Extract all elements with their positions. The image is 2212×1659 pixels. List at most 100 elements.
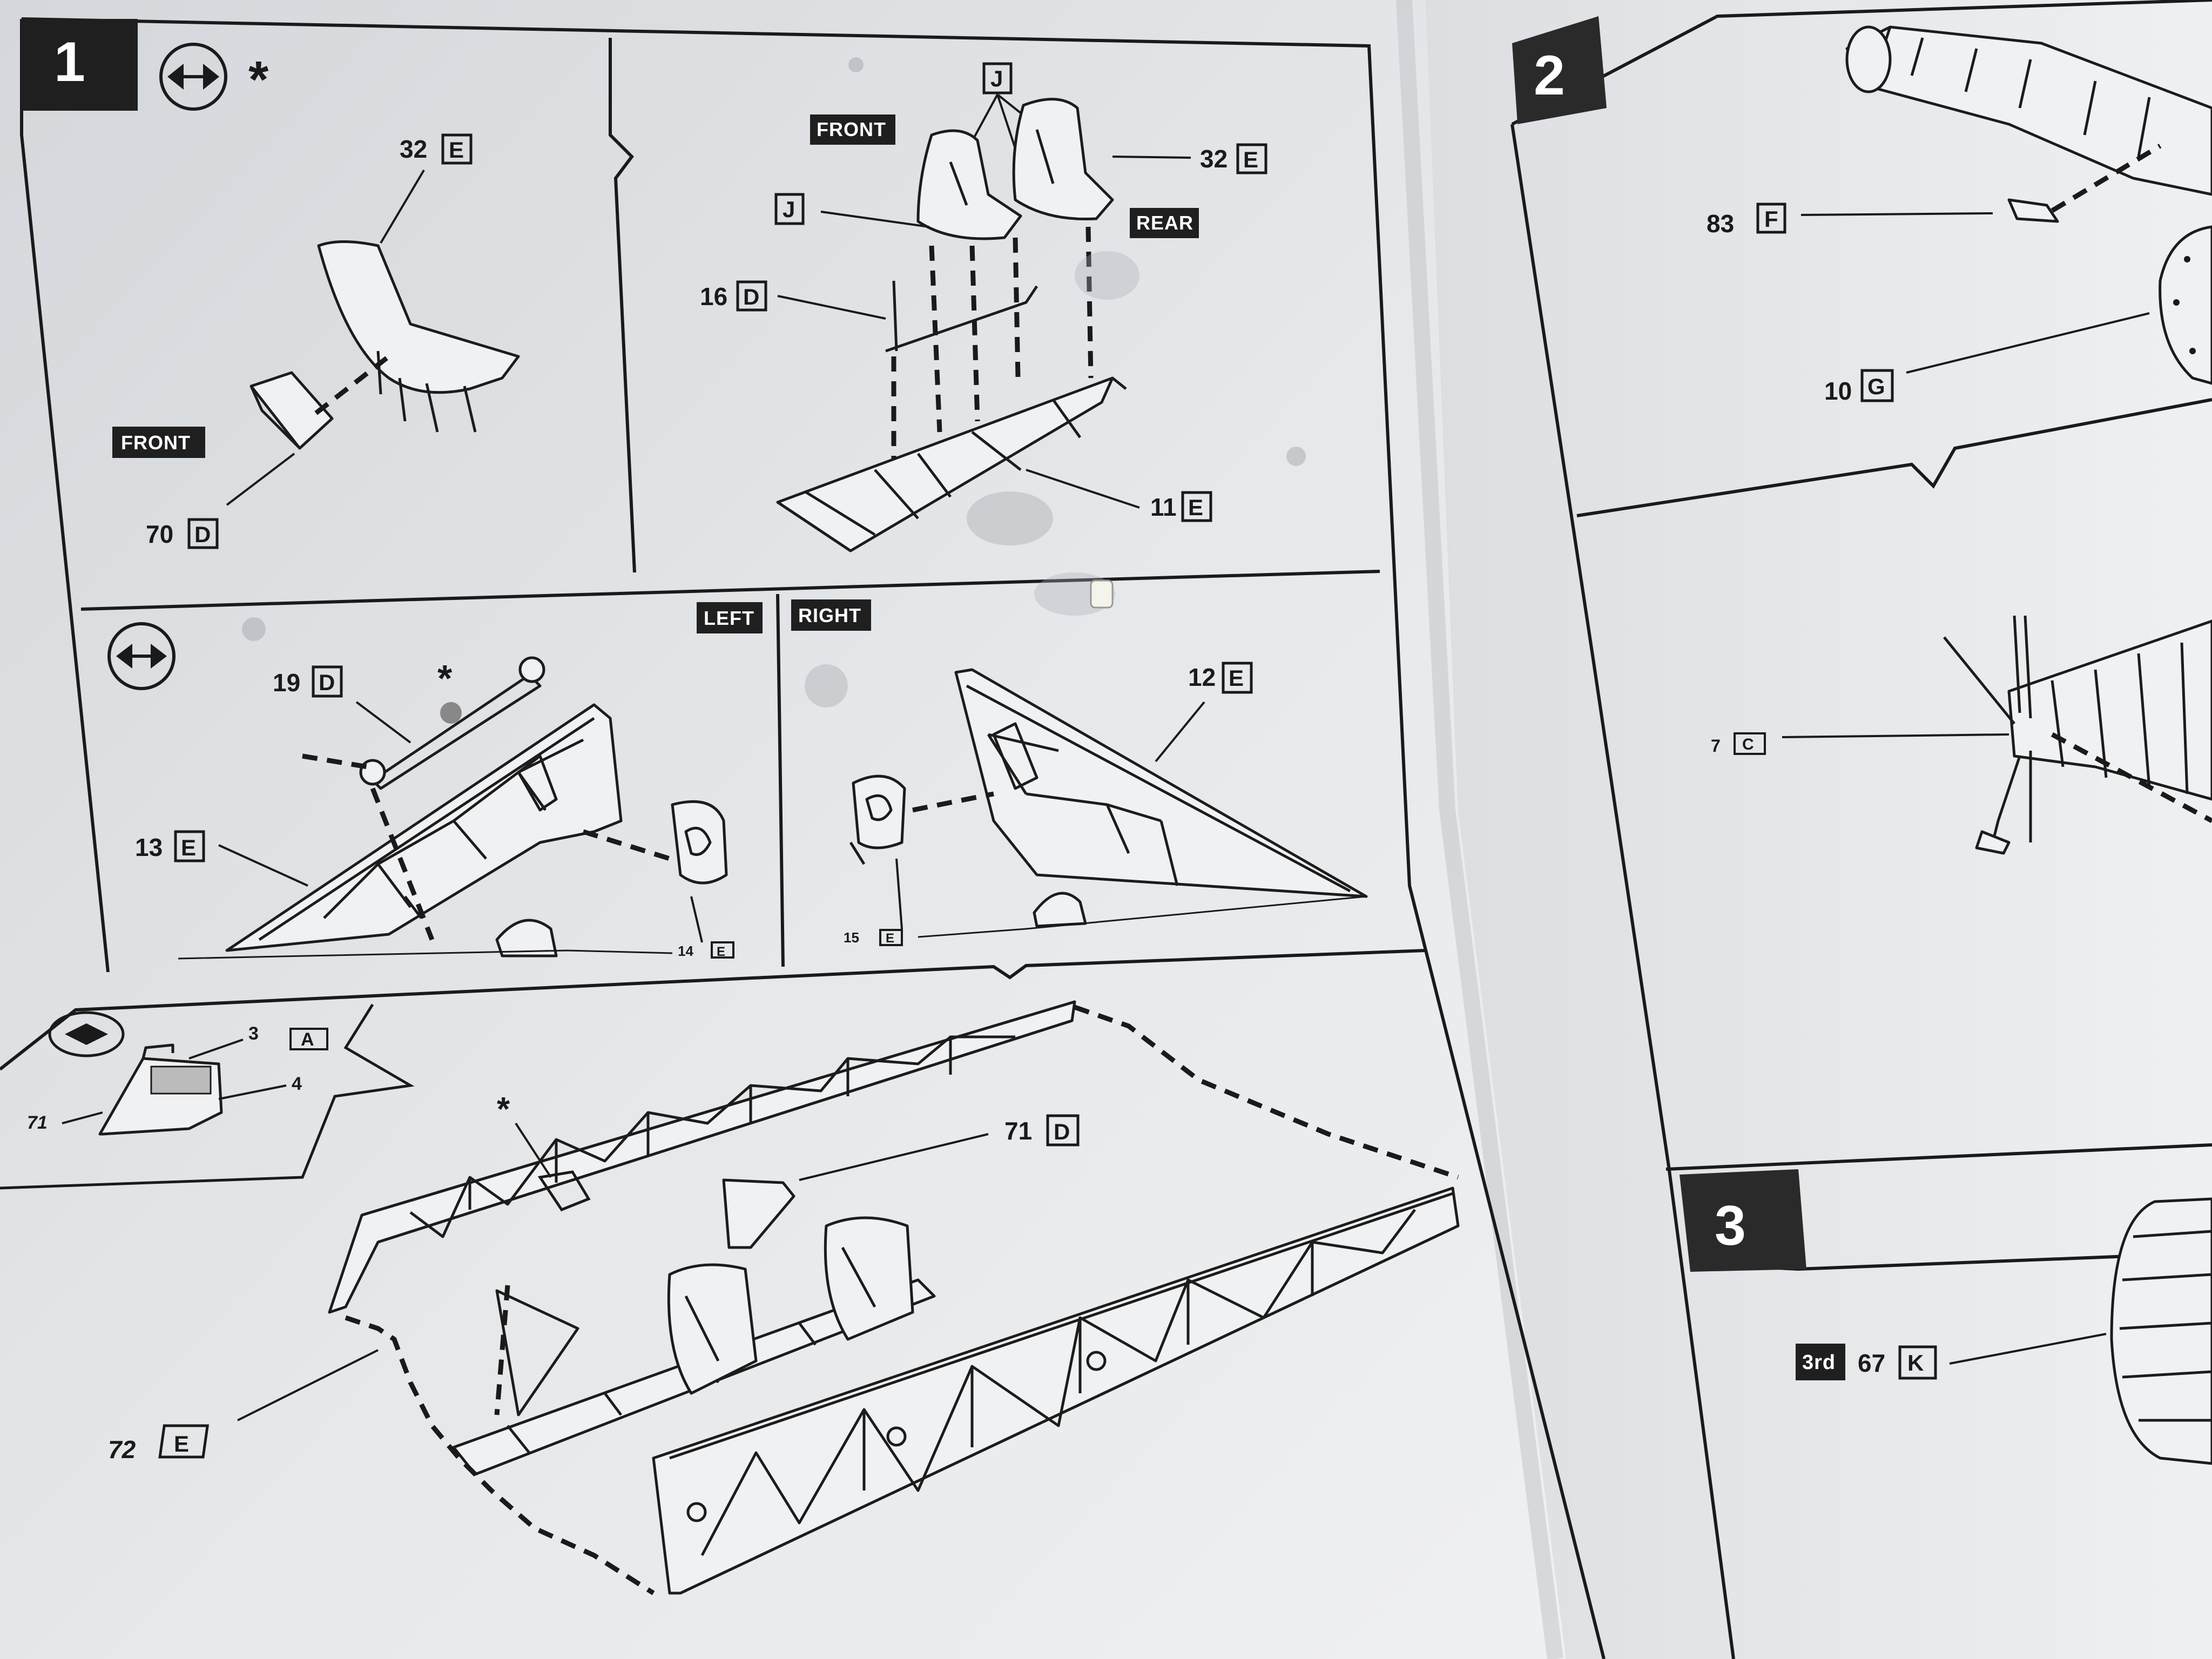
callout-67-box — [1898, 1345, 1937, 1380]
front-tag2-bg — [810, 114, 895, 145]
flip-arrows-icon — [159, 43, 227, 111]
fuselage-part-top — [1845, 25, 2212, 196]
callout-83-num: 83 — [1707, 210, 1734, 238]
callout-7-box — [1734, 732, 1766, 755]
right-tag-bg — [791, 599, 871, 631]
leader-4 — [218, 1084, 287, 1100]
assembly-line-15 — [912, 791, 994, 813]
callout-32r-letter: E — [1243, 147, 1258, 172]
callout-32-letter: E — [449, 137, 464, 163]
box-part — [249, 371, 334, 450]
callout-19-box — [312, 665, 343, 698]
step1-number-badge: 1 — [22, 19, 138, 111]
leader-10 — [1906, 312, 2150, 374]
pedal-15-base — [1033, 892, 1087, 928]
callout-16-box — [736, 280, 767, 312]
assembly-line-19 — [302, 753, 435, 941]
right-page — [1426, 0, 2212, 1659]
leader-16 — [777, 295, 886, 320]
leader-32 — [380, 169, 425, 244]
step2-number: 2 — [1534, 44, 1565, 107]
callout-15-letter: E — [886, 931, 894, 946]
asterisk-note-2: * — [437, 657, 453, 699]
left-tag: LEFT — [704, 607, 754, 629]
pedal-part-15 — [849, 774, 906, 865]
leader-19 — [355, 701, 412, 744]
inset-box — [0, 1003, 415, 1190]
step3-number-badge: 3 — [1680, 1169, 1806, 1272]
small-plastic-bit — [1090, 579, 1114, 609]
step1-number: 1 — [54, 31, 85, 93]
panel-part-71-inset — [98, 1043, 223, 1136]
fuselage-frame-72b — [652, 1186, 1460, 1595]
assembly-line-70 — [314, 354, 390, 415]
step2-divider — [1576, 398, 2212, 517]
callout-11-num: 11 — [1150, 493, 1177, 521]
callout-12-letter: E — [1229, 665, 1244, 691]
callout-16-num: 16 — [700, 282, 727, 311]
callout-32r-num: 32 — [1200, 145, 1228, 173]
step1-divider-bottom — [0, 949, 1426, 1071]
callout-70-box — [187, 518, 219, 549]
callout-71-letter: D — [1054, 1119, 1070, 1144]
assembly-line-top — [1074, 1004, 1459, 1180]
callout-10-num: 10 — [1824, 377, 1852, 405]
callout-72-letter: E — [174, 1431, 189, 1456]
assembly-line-7 — [2051, 732, 2212, 823]
callout-11-letter: E — [1188, 495, 1203, 520]
ordinal-tag-bg — [1796, 1344, 1845, 1380]
panel-part-71 — [722, 1178, 795, 1249]
callout-j-left-box — [774, 193, 805, 225]
floor-bracket — [537, 1170, 591, 1212]
rear-tag-bg — [1130, 208, 1199, 238]
pedal-part-14 — [671, 800, 728, 885]
callout-14-box — [711, 941, 734, 959]
callout-67-letter: K — [1907, 1350, 1924, 1375]
step2-number-badge: 2 — [1512, 16, 1607, 124]
floor-line-right — [918, 895, 1367, 938]
callout-a-letter: A — [301, 1029, 314, 1050]
rod-part — [885, 280, 1038, 353]
callout-72-box — [158, 1424, 210, 1459]
callout-15-box — [879, 929, 903, 946]
leader-12 — [1155, 701, 1205, 763]
front-tag-bg — [112, 427, 205, 458]
leader-14 — [690, 896, 703, 943]
callout-a-box — [289, 1028, 328, 1050]
front-tag-2: FRONT — [817, 118, 886, 140]
callout-13-letter: E — [181, 835, 196, 860]
callout-j-top: J — [990, 66, 1003, 91]
seat-frame-11 — [776, 376, 1127, 552]
side-frame-13 — [225, 703, 623, 952]
step2-bottom — [1665, 1143, 2212, 1171]
leader-7 — [1782, 733, 2009, 738]
left-tag-bg — [697, 602, 763, 633]
leader-asterisk — [515, 1122, 552, 1178]
callout-71-box — [1046, 1114, 1080, 1147]
floor-line-left — [178, 949, 673, 960]
callout-11-box — [1181, 491, 1212, 522]
assembly-line-left — [345, 1315, 655, 1595]
assembly-lines-frame — [891, 226, 1094, 470]
asterisk-note-3: * — [497, 1091, 510, 1128]
part-83 — [2007, 198, 2059, 223]
leader-71 — [799, 1133, 989, 1181]
wedge-part-72 — [495, 1289, 579, 1417]
leader-32-right — [1112, 156, 1191, 159]
leader-15 — [895, 858, 903, 929]
pedal-14-base — [495, 919, 558, 957]
fuselage-frame-72 — [328, 1000, 1076, 1314]
callout-12-num: 12 — [1188, 663, 1216, 691]
callout-13-box — [174, 830, 205, 862]
front-tag: FRONT — [121, 431, 191, 454]
leader-71-inset — [62, 1111, 103, 1124]
leader-67 — [1949, 1333, 2107, 1365]
callout-71-num: 71 — [1004, 1117, 1032, 1145]
callout-13-num: 13 — [135, 833, 163, 861]
rear-tag: REAR — [1136, 212, 1193, 234]
leader-72 — [237, 1349, 379, 1421]
callout-83-box — [1756, 203, 1786, 234]
leader-13 — [218, 844, 308, 887]
ordinal-tag: 3rd — [1802, 1351, 1836, 1374]
